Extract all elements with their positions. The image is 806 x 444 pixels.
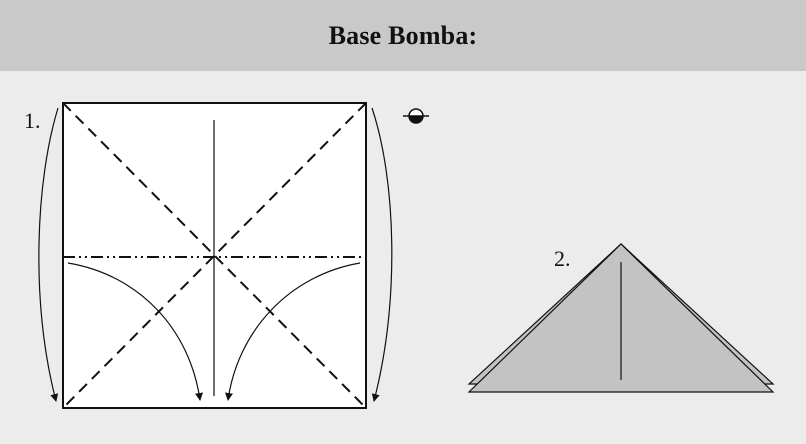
step-1: 1.	[24, 102, 429, 409]
fold-arrow-right-inner	[225, 262, 361, 401]
turn-over-icon	[403, 108, 429, 124]
origami-diagram: 1. 2.	[24, 102, 775, 409]
fold-arrow-right-outer	[371, 107, 393, 402]
fold-arrow-left-inner	[67, 262, 203, 401]
step-2: 2.	[467, 243, 775, 393]
header-bar: Base Bomba:	[0, 0, 806, 71]
step-2-label: 2.	[554, 246, 571, 271]
fold-arrow-left-outer	[38, 107, 59, 402]
step-1-label: 1.	[24, 108, 41, 133]
page-title: Base Bomba:	[328, 20, 478, 50]
